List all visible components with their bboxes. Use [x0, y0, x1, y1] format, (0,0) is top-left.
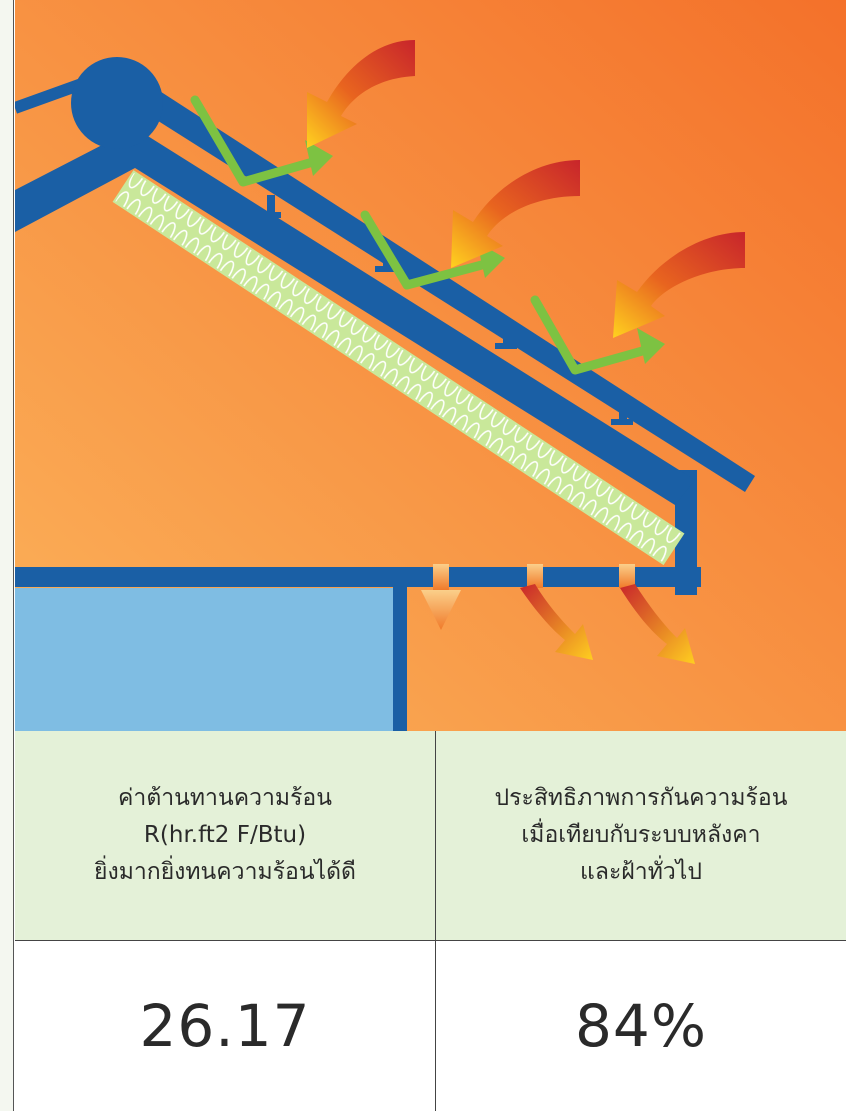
header-heat-protection-efficiency: ประสิทธิภาพการกันความร้อน เมื่อเทียบกับร… — [436, 731, 846, 941]
header-thermal-resistance: ค่าต้านทานความร้อน R(hr.ft2 F/Btu) ยิ่งม… — [15, 731, 436, 941]
heat-arrow-icon — [307, 40, 745, 338]
eave-post — [675, 470, 697, 595]
ceiling-beam — [15, 567, 701, 587]
header-line: ประสิทธิภาพการกันความร้อน — [494, 785, 788, 811]
roof-cross-section-diagram — [15, 0, 846, 731]
left-border — [0, 0, 14, 1111]
vent-heat-arrow-icon — [421, 564, 695, 664]
header-line: และฝ้าทั่วไป — [580, 859, 702, 885]
efficiency-value: 84% — [436, 941, 846, 1111]
ventilation-arrow-icon — [190, 95, 658, 375]
room-wall — [393, 580, 407, 731]
header-line: ยิ่งมากยิ่งทนความร้อนได้ดี — [93, 859, 356, 885]
roof-rafter — [15, 128, 695, 505]
performance-table: ค่าต้านทานความร้อน R(hr.ft2 F/Btu) ยิ่งม… — [15, 731, 846, 1111]
ridge-cap — [71, 57, 163, 149]
roof-sheet — [125, 88, 755, 492]
room-interior — [15, 588, 393, 731]
header-line: R(hr.ft2 F/Btu) — [143, 822, 307, 848]
header-line: เมื่อเทียบกับระบบหลังคา — [521, 822, 761, 848]
thermal-resistance-value: 26.17 — [15, 941, 436, 1111]
header-line: ค่าต้านทานความร้อน — [118, 785, 332, 811]
